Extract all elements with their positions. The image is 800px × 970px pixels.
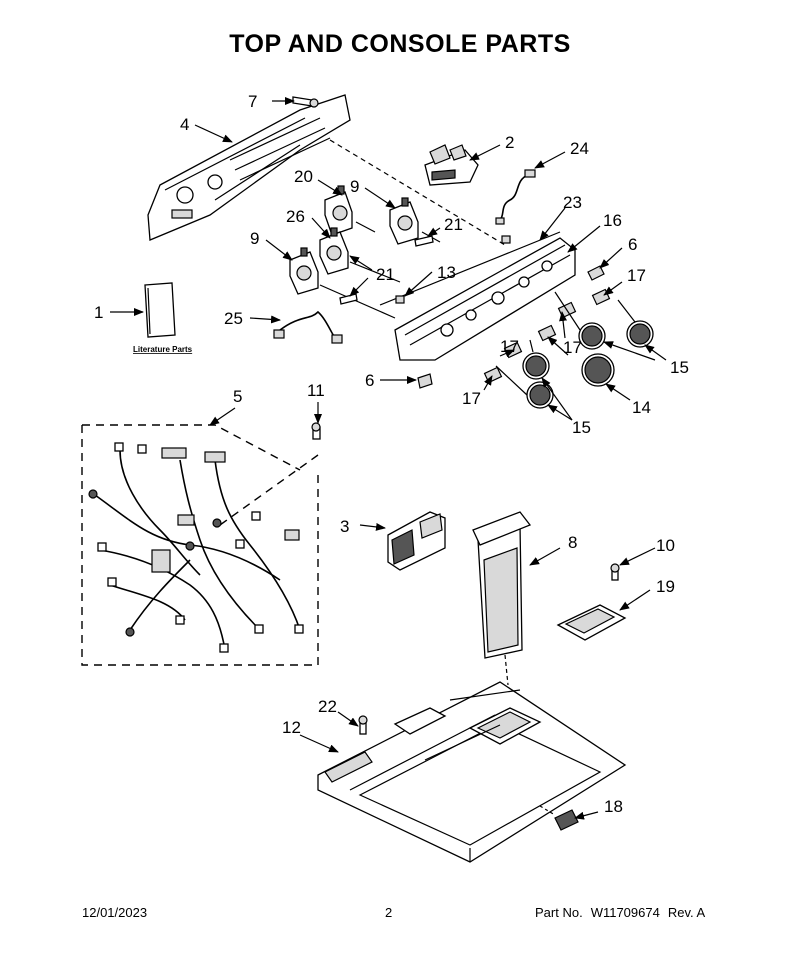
button-18-part (539, 805, 579, 831)
callout-5: 5 (233, 387, 242, 406)
callout-12: 12 (282, 718, 301, 737)
callout-25: 25 (224, 309, 243, 328)
callout-7: 7 (248, 92, 257, 111)
callout-4: 4 (180, 115, 189, 134)
callout-15a: 15 (670, 358, 689, 377)
main-harness-part (81, 424, 319, 666)
callout-21b: 21 (376, 265, 395, 284)
literature-label: Literature Parts (133, 345, 193, 354)
callout-14: 14 (632, 398, 651, 417)
callout-9b: 9 (250, 229, 259, 248)
switch-20 (324, 185, 353, 236)
callout-24: 24 (570, 139, 589, 158)
callout-11: 11 (307, 381, 325, 400)
footer-part-info: Part No. W11709674 Rev. A (535, 905, 713, 920)
callout-23: 23 (563, 193, 582, 212)
callout-18: 18 (604, 797, 623, 816)
leader-lines (110, 97, 667, 820)
callout-1: 1 (94, 303, 103, 322)
callout-21a: 21 (444, 215, 463, 234)
switch-26 (319, 227, 349, 275)
callout-6b: 6 (365, 371, 374, 390)
console-back-part (147, 94, 351, 241)
footer-part-label: Part No. (535, 905, 583, 920)
footer-page-number: 2 (385, 905, 393, 920)
literature-part: Literature Parts (133, 282, 193, 354)
screw-22-part (358, 715, 368, 735)
callout-17c: 17 (500, 337, 519, 356)
callout-17a: 17 (627, 266, 646, 285)
bracket-19-part (556, 604, 627, 641)
harness-25-part (273, 310, 343, 344)
callout-10: 10 (656, 536, 675, 555)
screw-11-part (311, 422, 321, 440)
screw-7-part (292, 96, 319, 108)
footer-part-number: W11709674 (590, 905, 660, 920)
page-title: TOP AND CONSOLE PARTS (229, 30, 571, 58)
switch-9-bottom (289, 247, 319, 295)
switches-part (289, 185, 441, 319)
guide-line (329, 139, 506, 246)
callout-26: 26 (286, 207, 305, 226)
lint-filter-part (472, 511, 532, 686)
callout-15b: 15 (572, 418, 591, 437)
top-panel-part (317, 681, 627, 863)
knob-parts (495, 291, 654, 409)
callout-20: 20 (294, 167, 313, 186)
callout-16: 16 (603, 211, 622, 230)
clip-6-parts (417, 265, 605, 389)
control-board-part (387, 511, 446, 571)
callout-17b: 17 (563, 338, 582, 357)
screw-10-part (610, 563, 620, 581)
harness-24-part (495, 169, 536, 225)
footer-date: 12/01/2023 (82, 905, 148, 920)
switch-part-2 (424, 144, 479, 186)
footer-revision: Rev. A (667, 905, 706, 920)
switch-9-top (389, 197, 419, 245)
callout-labels: 1 2 3 4 5 6 6 7 8 9 9 10 11 12 13 14 15 … (94, 92, 689, 816)
callout-3: 3 (340, 517, 349, 536)
callout-19: 19 (656, 577, 675, 596)
callout-8: 8 (568, 533, 577, 552)
callout-13: 13 (437, 263, 456, 282)
console-panel-part (394, 237, 576, 361)
callout-17d: 17 (462, 389, 481, 408)
callout-6a: 6 (628, 235, 637, 254)
callout-22: 22 (318, 697, 337, 716)
callout-2: 2 (505, 133, 514, 152)
callout-9a: 9 (350, 177, 359, 196)
